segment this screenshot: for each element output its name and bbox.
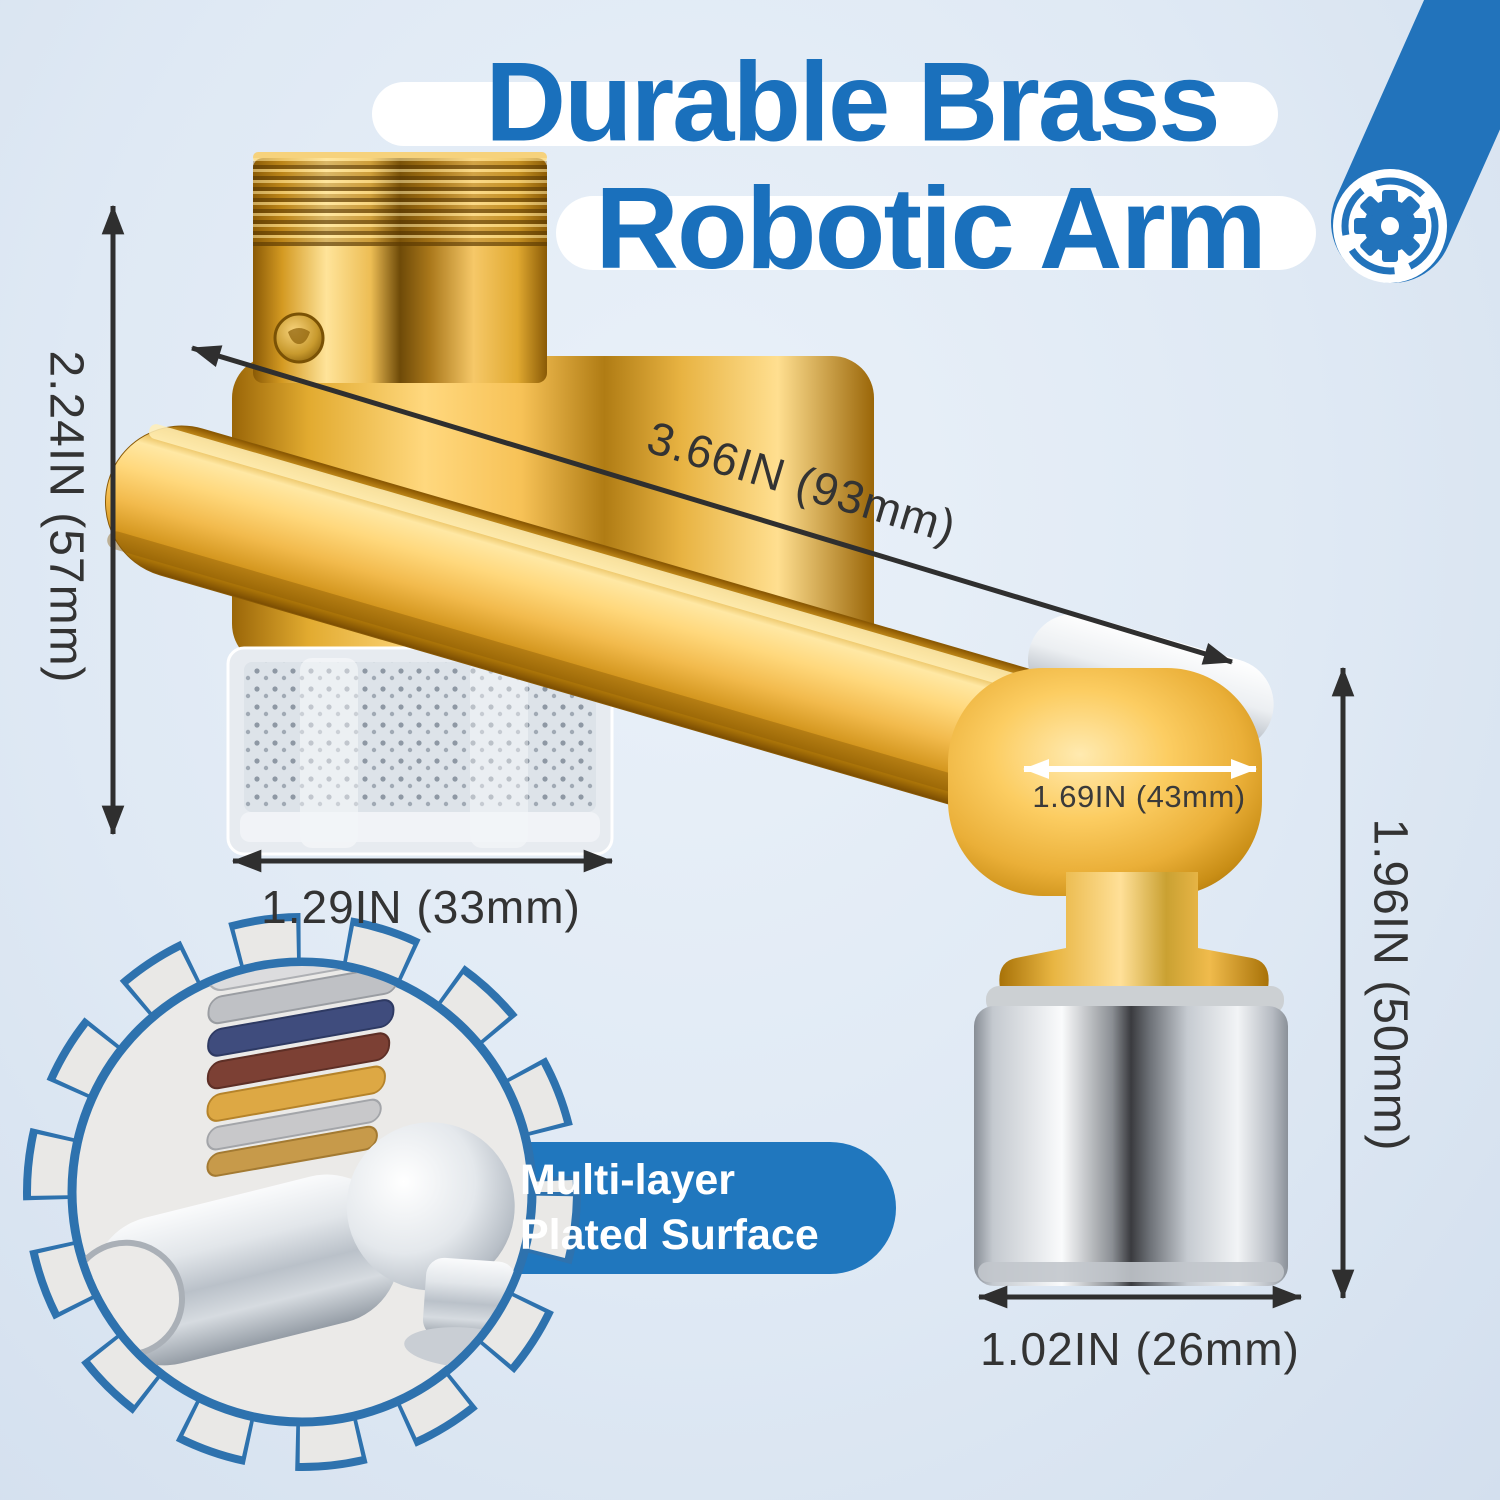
callout-line-1: Multi-layer	[520, 1155, 736, 1204]
title-line-2: Robotic Arm	[595, 163, 1267, 293]
callout-line-2: Plated Surface	[520, 1211, 819, 1259]
title-pill-1	[372, 82, 1278, 146]
dimension-label-outlet-width: 1.02IN (26mm)	[980, 1323, 1300, 1375]
ribbon	[1331, 0, 1500, 283]
filter-box	[226, 646, 614, 856]
outlet-stem	[999, 872, 1269, 988]
gear-badge	[23, 913, 581, 1471]
dimension-arrow-arm-length	[190, 345, 1234, 665]
aerator-head	[974, 1006, 1288, 1286]
gear-icon	[1341, 177, 1439, 275]
dimension-label-overall-height: 2.24IN (57mm)	[39, 350, 93, 684]
dimension-label-outlet-height: 1.96IN (50mm)	[1363, 818, 1417, 1152]
elbow-joint	[948, 668, 1262, 896]
callout-label: Multi-layer Plated Surface	[520, 1150, 890, 1266]
callout-box	[490, 1142, 896, 1274]
dimension-label-elbow-width: 1.69IN (43mm)	[1032, 779, 1246, 814]
dimension-arrows	[101, 204, 1355, 1309]
threaded-connector	[253, 152, 547, 383]
title-line-1: Durable Brass	[485, 39, 1220, 165]
title-pill-2	[556, 196, 1316, 270]
dimension-label-filter-width: 1.29IN (33mm)	[261, 881, 581, 933]
